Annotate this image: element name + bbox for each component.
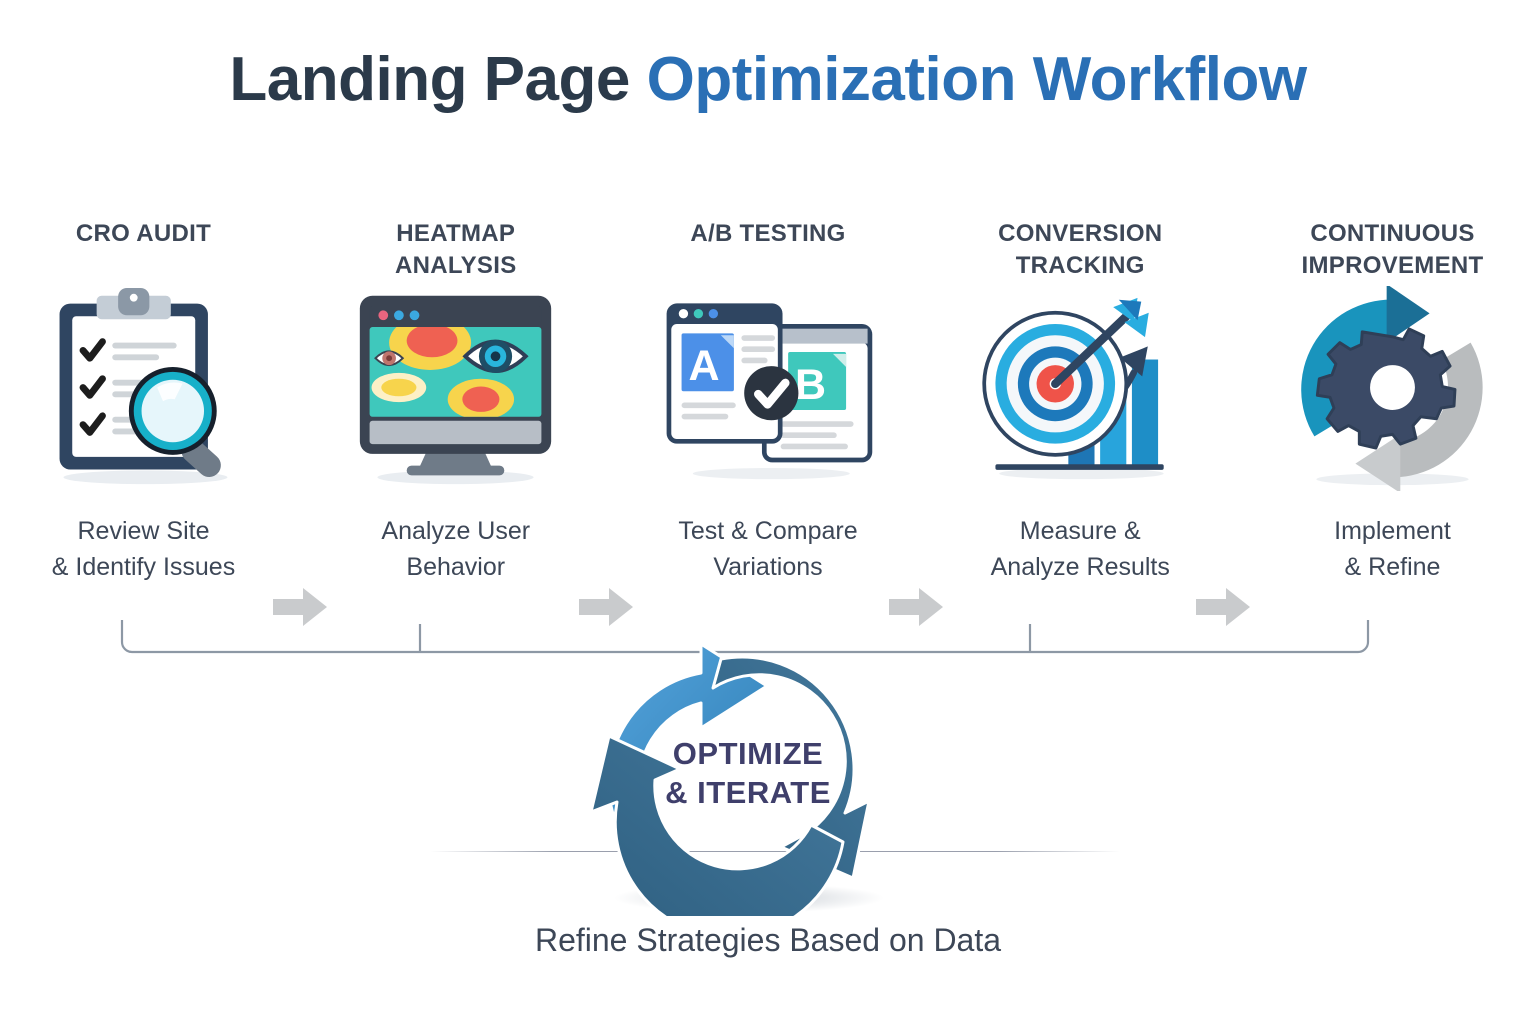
monitor-heatmap-icon [348,286,563,491]
workflow-step-continuous-improvement[interactable]: CONTINUOUS IMPROVEMENT Implement & Refin… [1275,218,1510,586]
step-caption-cro-audit: Review Site & Identify Issues [51,517,236,582]
page-title: Landing Page Optimization Workflow [0,44,1536,115]
workflow-step-heatmap-analysis[interactable]: HEATMAP ANALYSIS [338,218,573,586]
svg-text:A: A [688,342,719,390]
step-title-continuous-improvement: CONTINUOUS IMPROVEMENT [1301,220,1484,279]
step-caption-heatmap-analysis: Analyze User Behavior [381,517,531,582]
target-barchart-icon [973,286,1188,491]
horizontal-divider [430,851,1120,852]
page-title-part1: Landing Page [229,45,647,114]
bottom-caption: Refine Strategies Based on Data [534,922,1002,958]
optimize-iterate-cycle-icon [553,626,943,939]
step-caption-ab-testing: Test & Compare Variations [678,517,858,582]
step-title-cro-audit: CRO AUDIT [75,220,212,247]
svg-text:B: B [795,361,826,409]
clipboard-magnifier-icon [36,286,251,491]
arrow-right-icon [889,586,945,628]
workflow-steps: CRO AUDIT [26,218,1510,626]
arrow-right-icon [273,586,329,628]
workflow-step-cro-audit[interactable]: CRO AUDIT [26,218,261,586]
step-caption-continuous-improvement: Implement & Refine [1334,517,1451,582]
arrow-right-icon [579,586,635,628]
arrow-right-icon [1196,586,1252,628]
grouping-bracket [120,612,1370,662]
ab-test-windows-icon: B A [661,286,876,491]
step-caption-conversion-tracking: Measure & Analyze Results [990,517,1170,582]
cycle-gear-icon [1285,286,1500,491]
step-title-ab-testing: A/B TESTING [690,220,846,247]
step-title-conversion-tracking: CONVERSION TRACKING [998,220,1163,279]
step-title-heatmap-analysis: HEATMAP ANALYSIS [394,220,517,279]
workflow-step-conversion-tracking[interactable]: CONVERSION TRACKING [963,218,1198,586]
page-title-part2: Optimization Workflow [646,45,1308,114]
workflow-step-ab-testing[interactable]: A/B TESTING B [651,218,886,586]
